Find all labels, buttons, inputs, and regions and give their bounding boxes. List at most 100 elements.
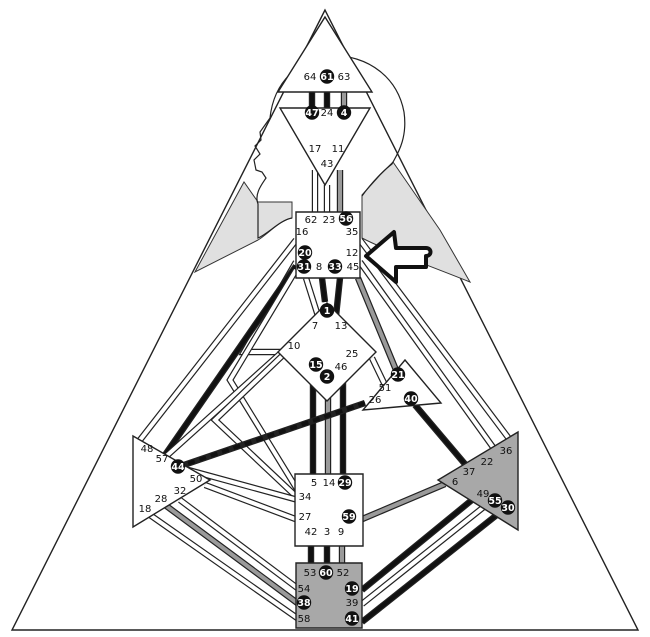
gate-label-25: 25 xyxy=(346,349,359,360)
gate-label-34: 34 xyxy=(299,492,312,503)
gate-label-5: 5 xyxy=(311,478,317,489)
channel-10-57 xyxy=(159,349,285,463)
gate-35: 35 xyxy=(346,227,359,238)
gate-label-28: 28 xyxy=(155,494,168,505)
gate-label-32: 32 xyxy=(174,486,187,497)
gate-4: 4 xyxy=(336,105,352,120)
channel-16-48 xyxy=(137,238,299,442)
gate-label-61: 61 xyxy=(320,72,333,83)
channel-49-19 xyxy=(359,492,481,593)
gate-label-16: 16 xyxy=(296,227,309,238)
channel-50-27 xyxy=(203,482,300,523)
gate-43: 43 xyxy=(321,159,334,170)
channel-28-38 xyxy=(163,502,302,608)
gate-14: 14 xyxy=(323,478,336,489)
channel-30-41 xyxy=(360,507,505,625)
center-g xyxy=(277,302,377,402)
gate-label-8: 8 xyxy=(316,262,322,273)
gate-label-7: 7 xyxy=(312,321,318,332)
gate-38: 38 xyxy=(296,595,312,610)
gate-label-33: 33 xyxy=(328,262,341,273)
gate-label-26: 26 xyxy=(369,395,382,406)
gate-label-27: 27 xyxy=(299,512,312,523)
gate-label-3: 3 xyxy=(324,527,330,538)
gate-19: 19 xyxy=(344,581,360,596)
gate-23: 23 xyxy=(323,215,336,226)
gate-30: 30 xyxy=(500,500,516,515)
center-spleen xyxy=(132,434,212,529)
gate-24: 24 xyxy=(321,108,334,119)
gate-15: 15 xyxy=(308,357,324,372)
gate-57: 57 xyxy=(156,454,169,465)
gate-label-51: 51 xyxy=(379,383,392,394)
gate-label-63: 63 xyxy=(338,72,351,83)
channel-10-34 xyxy=(210,353,303,503)
channel-40-37 xyxy=(412,402,473,473)
gate-label-14: 14 xyxy=(323,478,336,489)
gate-13: 13 xyxy=(335,321,348,332)
gate-27: 27 xyxy=(299,512,312,523)
channel-25-51 xyxy=(369,356,388,387)
gate-25: 25 xyxy=(346,349,359,360)
gate-34: 34 xyxy=(299,492,312,503)
arrow-pointing-left-icon xyxy=(364,230,433,284)
channel-20-34 xyxy=(226,268,303,496)
gate-label-31: 31 xyxy=(297,262,310,273)
gate-label-64: 64 xyxy=(304,72,317,83)
gate-45: 45 xyxy=(347,262,360,273)
center-throat xyxy=(295,211,361,279)
gate-2: 2 xyxy=(319,369,335,384)
gate-46: 46 xyxy=(335,362,348,373)
gate-label-43: 43 xyxy=(321,159,334,170)
gate-label-18: 18 xyxy=(139,504,152,515)
gate-40: 40 xyxy=(403,391,419,406)
channel-45-21 xyxy=(355,276,399,372)
gate-21: 21 xyxy=(390,367,406,382)
gate-label-37: 37 xyxy=(463,467,476,478)
gate-label-11: 11 xyxy=(332,144,345,155)
gate-56: 56 xyxy=(338,211,354,226)
gate-20: 20 xyxy=(297,245,313,260)
gate-61: 61 xyxy=(319,69,335,84)
center-sacral xyxy=(294,473,364,547)
gate-48: 48 xyxy=(141,444,154,455)
gate-label-39: 39 xyxy=(346,598,359,609)
channel-8-1 xyxy=(318,277,329,303)
gate-64: 64 xyxy=(304,72,317,83)
channel-59-6 xyxy=(358,481,447,523)
gate-label-59: 59 xyxy=(342,512,355,523)
channel-12-22 xyxy=(357,260,498,452)
gate-label-49: 49 xyxy=(477,489,490,500)
channel-26-44 xyxy=(176,399,367,471)
gate-37: 37 xyxy=(463,467,476,478)
channel-33-13 xyxy=(332,277,344,317)
gate-label-38: 38 xyxy=(297,598,311,609)
gate-label-47: 47 xyxy=(305,108,318,119)
channel-32-54 xyxy=(178,497,302,593)
gate-63: 63 xyxy=(338,72,351,83)
gate-18: 18 xyxy=(139,504,152,515)
gate-label-56: 56 xyxy=(339,214,353,225)
channel-55-39 xyxy=(360,499,492,607)
gate-9: 9 xyxy=(338,527,344,538)
center-root xyxy=(295,562,363,629)
gate-label-46: 46 xyxy=(335,362,348,373)
gate-label-42: 42 xyxy=(305,527,318,538)
gate-62: 62 xyxy=(305,215,318,226)
gate-label-23: 23 xyxy=(323,215,336,226)
gate-label-20: 20 xyxy=(298,248,312,259)
gate-11: 11 xyxy=(332,144,345,155)
gate-12: 12 xyxy=(346,248,359,259)
gate-label-4: 4 xyxy=(341,108,348,119)
gate-1: 1 xyxy=(319,303,335,318)
gate-label-9: 9 xyxy=(338,527,344,538)
gate-label-45: 45 xyxy=(347,262,360,273)
gate-label-1: 1 xyxy=(324,306,331,317)
channel-18-58 xyxy=(148,512,302,623)
gate-label-57: 57 xyxy=(156,454,169,465)
channels-layer xyxy=(137,90,513,625)
gate-26: 26 xyxy=(369,395,382,406)
gate-label-62: 62 xyxy=(305,215,318,226)
gate-49: 49 xyxy=(477,489,490,500)
